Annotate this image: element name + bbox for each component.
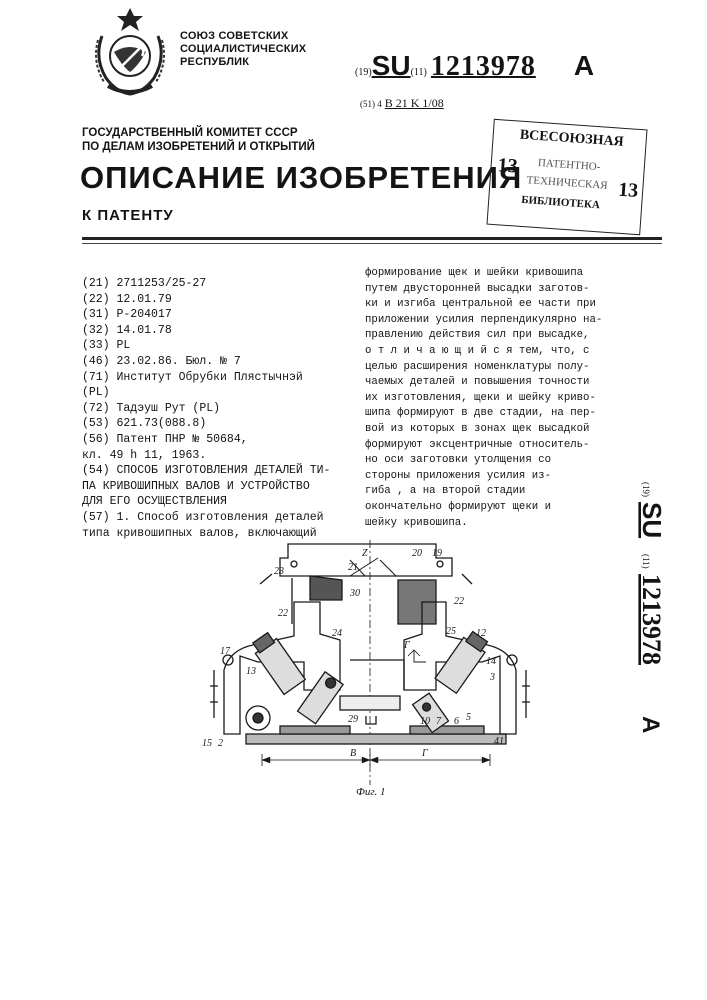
bibliographic-data: (21) 2711253/25-27 (22) 12.01.79 (31) P-… bbox=[82, 276, 330, 541]
kind-code: A bbox=[574, 50, 594, 81]
claim-line: стороны приложения усилия из- bbox=[365, 469, 602, 485]
state-committee: ГОСУДАРСТВЕННЫЙ КОМИТЕТ СССР ПО ДЕЛАМ ИЗ… bbox=[82, 126, 315, 154]
claim-line: гиба , а на второй стадии bbox=[365, 484, 602, 500]
biblio-line: (21) 2711253/25-27 bbox=[82, 276, 330, 292]
ipc-class: B 21 K 1/08 bbox=[385, 96, 444, 110]
base-plate bbox=[246, 734, 506, 744]
country-code: SU bbox=[372, 50, 411, 81]
biblio-line: (33) PL bbox=[82, 338, 330, 354]
claim-line: о т л и ч а ю щ и й с я тем, что, с bbox=[365, 344, 602, 360]
ref-label: 13 bbox=[246, 666, 256, 677]
claim-line: путем двусторонней высадки заготов- bbox=[365, 282, 602, 298]
ref-label: Z bbox=[362, 548, 368, 559]
ref-label: 6 bbox=[454, 716, 459, 727]
ref-label: Г bbox=[403, 640, 410, 651]
biblio-line: ДЛЯ ЕГО ОСУЩЕСТВЛЕНИЯ bbox=[82, 494, 330, 510]
stamp-line: ВСЕСОЮЗНАЯ bbox=[519, 128, 624, 151]
ref-label: 17 bbox=[220, 646, 231, 657]
side-publication-number: (19) SU (11) 1213978 A bbox=[636, 480, 666, 740]
document-subtitle: К ПАТЕНТУ bbox=[82, 207, 174, 224]
ref-label: 22 bbox=[278, 608, 288, 619]
document-title: ОПИСАНИЕ ИЗОБРЕТЕНИЯ bbox=[80, 160, 522, 196]
biblio-line: (72) Тадэуш Рут (PL) bbox=[82, 401, 330, 417]
biblio-line: (22) 12.01.79 bbox=[82, 292, 330, 308]
org-line: СОЦИАЛИСТИЧЕСКИХ bbox=[180, 43, 306, 56]
inid-code-19: (19) bbox=[355, 67, 372, 78]
issuing-state: СОЮЗ СОВЕТСКИХ СОЦИАЛИСТИЧЕСКИХ РЕСПУБЛИ… bbox=[180, 30, 306, 69]
biblio-line: (57) 1. Способ изготовления деталей bbox=[82, 510, 330, 526]
side-number: 1213978 bbox=[637, 574, 666, 665]
ipc-classification: (51) 4 B 21 K 1/08 bbox=[360, 96, 444, 111]
claim-line: вой из которых в зонах щек высадкой bbox=[365, 422, 602, 438]
biblio-line: (56) Патент ПНР № 50684, bbox=[82, 432, 330, 448]
inid-code-11: (11) bbox=[411, 67, 427, 78]
claim-line: но оси заготовки утолщения со bbox=[365, 453, 602, 469]
claim-text: формирование щек и шейки кривошипа путем… bbox=[365, 266, 602, 531]
stamp-line: ТЕХНИЧЕСКАЯ bbox=[526, 174, 608, 192]
figure-caption: Фиг. 1 bbox=[356, 786, 386, 798]
ref-label: 14 bbox=[486, 656, 496, 667]
ref-label: 24 bbox=[332, 628, 342, 639]
header-rule-thin bbox=[82, 243, 662, 244]
ref-label: Г bbox=[421, 748, 428, 759]
ref-label: 20 bbox=[412, 548, 422, 559]
biblio-line: ПА КРИВОШИПНЫХ ВАЛОВ И УСТРОЙСТВО bbox=[82, 479, 330, 495]
ref-label: 29 bbox=[348, 714, 358, 725]
stamp-number-left: 13 bbox=[497, 154, 519, 178]
biblio-line: типа кривошипных валов, включающий bbox=[82, 526, 330, 542]
ipc-code: (51) 4 bbox=[360, 99, 382, 109]
ref-label: 12 bbox=[476, 628, 486, 639]
workpiece bbox=[340, 696, 400, 710]
ref-label: 41 bbox=[494, 736, 504, 747]
ref-label: 2 bbox=[218, 738, 223, 749]
ref-label: В bbox=[350, 748, 356, 759]
ref-label: 30 bbox=[349, 588, 360, 599]
claim-line: шипа формируют в две стадии, на пер- bbox=[365, 406, 602, 422]
claim-line: формирование щек и шейки кривошипа bbox=[365, 266, 602, 282]
claim-line: ки и изгиба центральной ее части при bbox=[365, 297, 602, 313]
stamp-line: БИБЛИОТЕКА bbox=[521, 194, 600, 211]
ref-label: 10 bbox=[420, 716, 430, 727]
ref-label: 19 bbox=[432, 548, 442, 559]
ref-label: 23 bbox=[274, 566, 284, 577]
ref-label: 15 bbox=[202, 738, 212, 749]
biblio-line: (53) 621.73(088.8) bbox=[82, 416, 330, 432]
publication-number: (19)SU(11) 1213978 A bbox=[355, 50, 594, 83]
header-rule bbox=[82, 237, 662, 240]
ref-label: 3 bbox=[489, 672, 495, 683]
side-inid-19: (19) bbox=[641, 482, 651, 497]
side-kind: A bbox=[637, 716, 664, 733]
claim-line: шейку кривошипа. bbox=[365, 516, 602, 532]
claim-line: чаемых деталей и повышения точности bbox=[365, 375, 602, 391]
claim-line: их изготовления, щеки и шейку криво- bbox=[365, 391, 602, 407]
biblio-line: (71) Институт Обрубки Плястычнэй bbox=[82, 370, 330, 386]
side-inid-11: (11) bbox=[641, 554, 651, 569]
committee-line: ПО ДЕЛАМ ИЗОБРЕТЕНИЙ И ОТКРЫТИЙ bbox=[82, 140, 315, 154]
claim-line: окончательно формируют щеки и bbox=[365, 500, 602, 516]
technical-drawing: 23 Z 21 30 20 19 22 22 24 17 13 25 12 14… bbox=[200, 540, 550, 785]
biblio-line: (46) 23.02.86. Бюл. № 7 bbox=[82, 354, 330, 370]
biblio-line: (31) P-204017 bbox=[82, 307, 330, 323]
ussr-emblem-icon bbox=[88, 6, 172, 98]
claim-line: правлению действия сил при высадке, bbox=[365, 328, 602, 344]
ref-label: 22 bbox=[454, 596, 464, 607]
side-country: SU bbox=[637, 502, 666, 538]
biblio-line: (54) СПОСОБ ИЗГОТОВЛЕНИЯ ДЕТАЛЕЙ ТИ- bbox=[82, 463, 330, 479]
claim-line: приложении усилия перпендикулярно на- bbox=[365, 313, 602, 329]
org-line: СОЮЗ СОВЕТСКИХ bbox=[180, 30, 306, 43]
stamp-number-right: 13 bbox=[617, 179, 639, 203]
biblio-line: (PL) bbox=[82, 385, 330, 401]
ref-label: 25 bbox=[446, 626, 456, 637]
stamp-line: ПАТЕНТНО- bbox=[537, 157, 600, 173]
claim-line: целью расширения номенклатуры полу- bbox=[365, 360, 602, 376]
claim-line: формируют эксцентричные относитель- bbox=[365, 438, 602, 454]
library-stamp: ВСЕСОЮЗНАЯ ПАТЕНТНО- ТЕХНИЧЕСКАЯ БИБЛИОТ… bbox=[486, 119, 647, 235]
ref-label: 21 bbox=[348, 562, 358, 573]
org-line: РЕСПУБЛИК bbox=[180, 56, 306, 69]
biblio-line: (32) 14.01.78 bbox=[82, 323, 330, 339]
committee-line: ГОСУДАРСТВЕННЫЙ КОМИТЕТ СССР bbox=[82, 126, 315, 140]
ref-label: 5 bbox=[466, 712, 471, 723]
patent-number: 1213978 bbox=[431, 51, 536, 82]
biblio-line: кл. 49 h 11, 1963. bbox=[82, 448, 330, 464]
